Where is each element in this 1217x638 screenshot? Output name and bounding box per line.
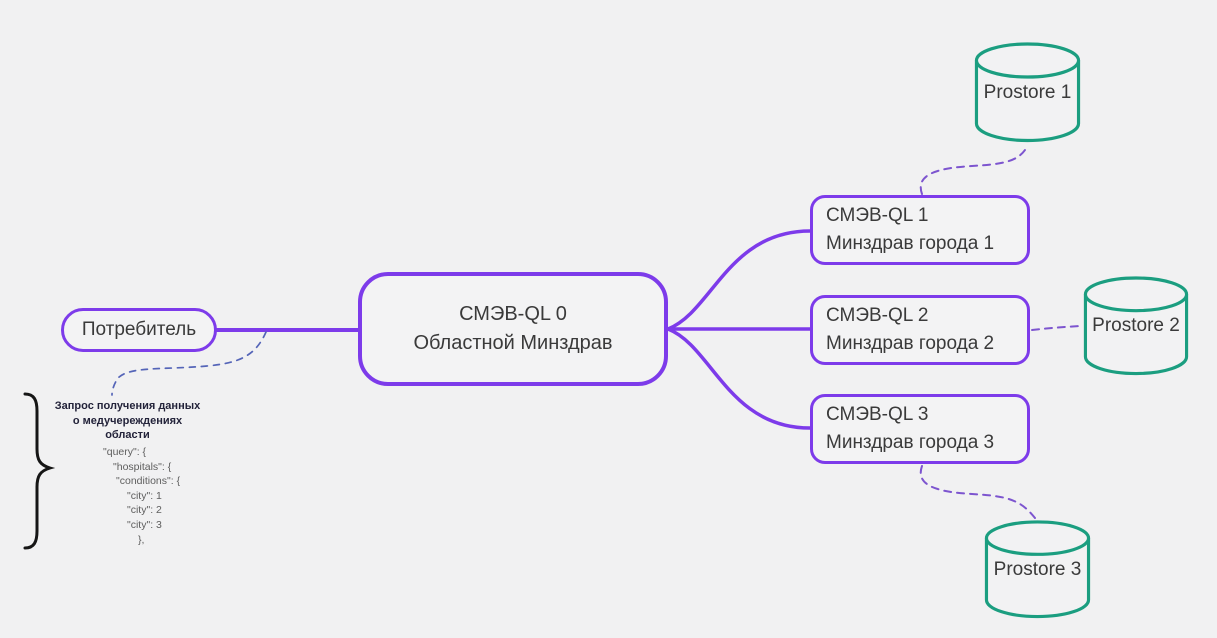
curly-brace-shape[interactable] [23,392,56,550]
city2-node-line2: Минздрав города 2 [826,333,995,354]
prostore3-datastore[interactable]: Prostore 3 [983,520,1092,619]
annotation-title-line: Запрос получения данных [54,400,201,412]
annotation-query-code[interactable]: "query": { "hospitals": { "conditions": … [55,445,215,547]
consumer-label: Потребитель [81,319,197,340]
edge-city2-prostore2[interactable] [1031,325,1081,331]
annotation-code-line: "conditions": { [116,475,181,488]
prostore1-label: Prostore 1 [983,81,1072,103]
city1-node-line2: Минздрав города 1 [826,233,995,254]
central-node-line2: Областной Минздрав [413,332,613,354]
edge-city3-prostore3[interactable] [919,465,1036,519]
edge-consumer-annotation[interactable] [111,331,267,396]
annotation-code-line: "city": 1 [127,489,162,502]
annotation-code-line: "city": 3 [127,518,162,531]
prostore2-datastore[interactable]: Prostore 2 [1082,276,1190,376]
annotation-code-line: "city": 2 [127,504,162,517]
central-node-line1: СМЭВ-QL 0 [459,303,567,325]
city3-node[interactable]: СМЭВ-QL 3 Минздрав города 3 [810,394,1030,464]
database-cylinder-icon [1083,276,1189,376]
consumer-node[interactable]: Потребитель [61,308,217,352]
city1-node-line1: СМЭВ-QL 1 [826,205,929,226]
database-cylinder-icon [984,520,1091,619]
city2-node[interactable]: СМЭВ-QL 2 Минздрав города 2 [810,295,1030,365]
edge-central-city3[interactable] [666,327,812,430]
annotation-title-line: о медучереждениях [72,414,183,427]
city3-node-line1: СМЭВ-QL 3 [826,404,929,425]
database-cylinder-icon [974,42,1081,143]
annotation-title-line: области [105,429,150,441]
prostore1-datastore[interactable]: Prostore 1 [973,42,1082,143]
prostore2-label: Prostore 2 [1092,315,1180,336]
city3-node-line2: Минздрав города 3 [826,432,995,453]
annotation-code-line: "hospitals": { [113,460,172,473]
annotation-code-line: }, [138,533,145,546]
central-node[interactable]: СМЭВ-QL 0 Областной Минздрав [358,272,668,386]
edge-city1-prostore1[interactable] [919,144,1029,195]
prostore3-label: Prostore 3 [993,558,1082,580]
annotation-code-line: "query": { [103,446,147,458]
city1-node[interactable]: СМЭВ-QL 1 Минздрав города 1 [810,195,1030,265]
edge-central-city1[interactable] [666,229,812,331]
annotation-title[interactable]: Запрос получения данных о медучереждения… [40,399,215,443]
city2-node-line1: СМЭВ-QL 2 [826,305,929,326]
